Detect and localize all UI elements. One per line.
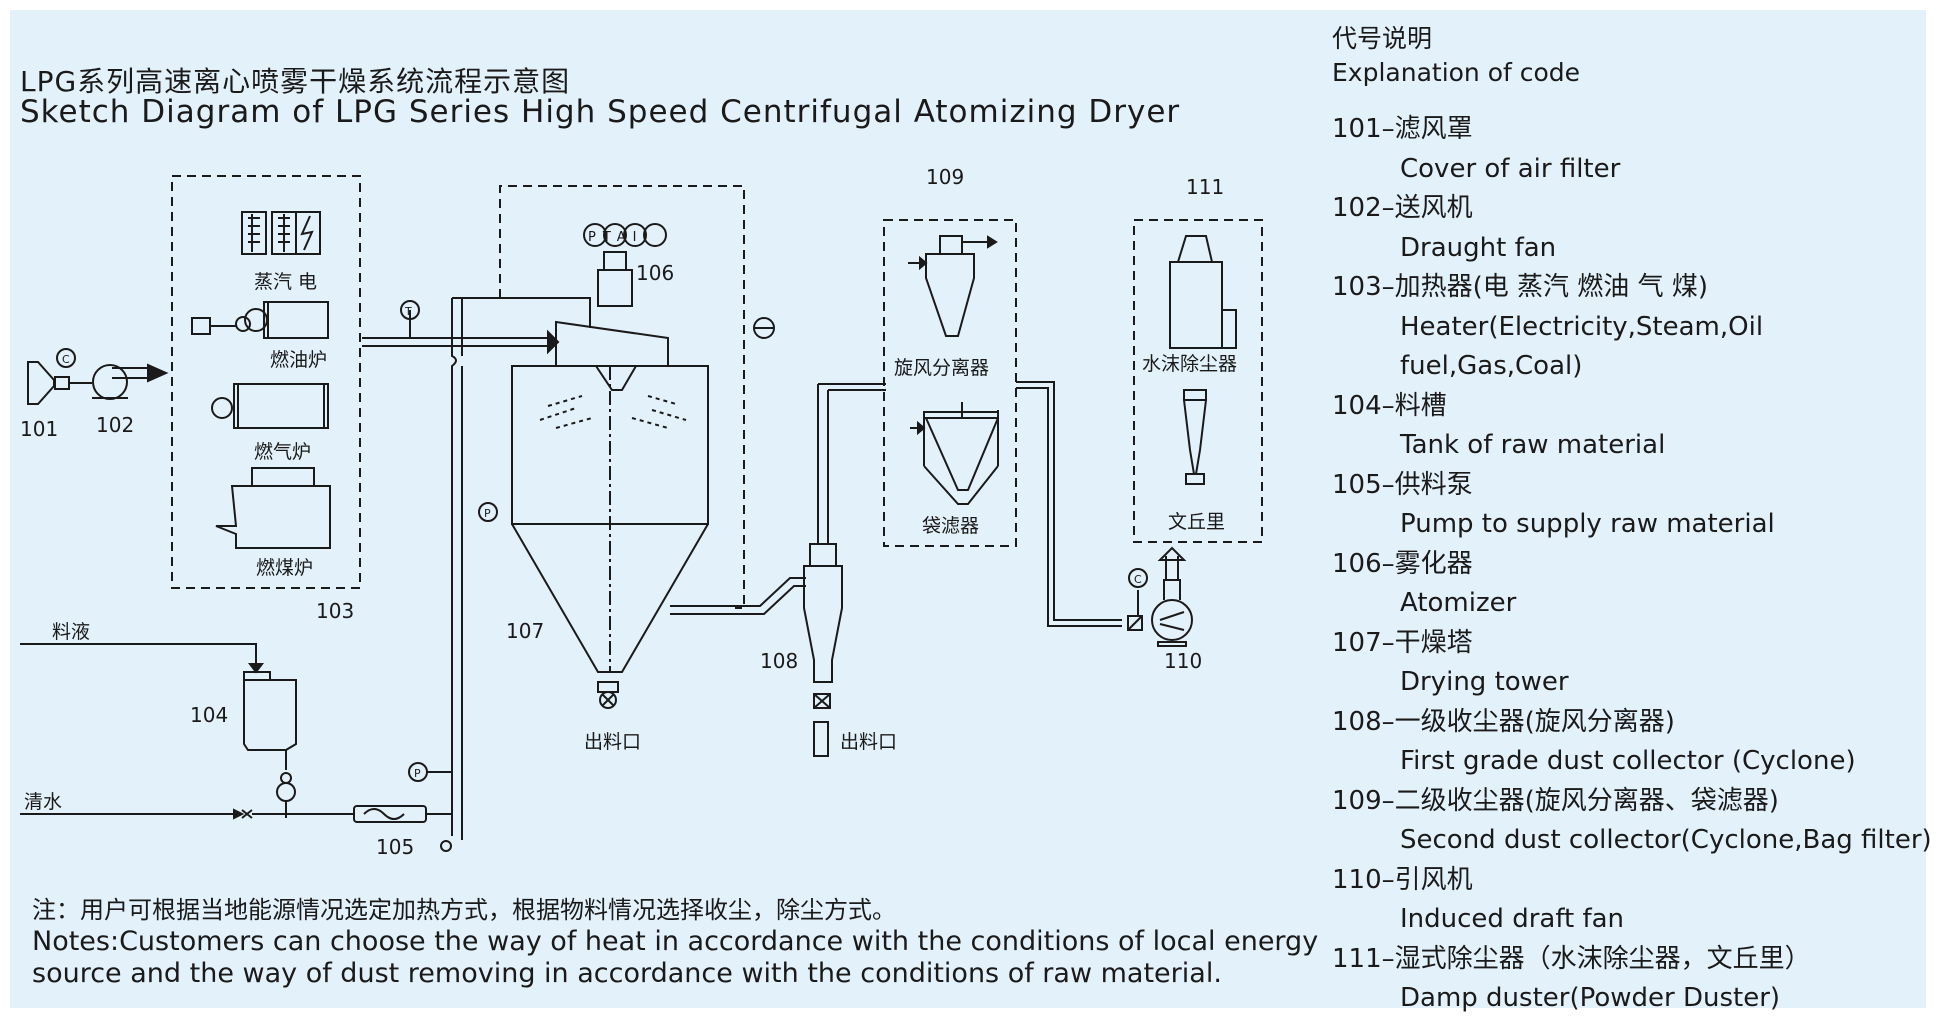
legend-item-english: Induced draft fan	[1400, 904, 1625, 934]
legend-item-english: Heater(Electricity,Steam,Oil fuel,Gas,Co…	[1400, 311, 1764, 382]
legend-item-english: Drying tower	[1400, 667, 1569, 697]
label-bag-filter: 袋滤器	[922, 515, 979, 537]
induced-draft-fan: C	[1127, 546, 1193, 647]
label-cyclone-outlet: 出料口	[840, 731, 897, 753]
legend-item: 103–加热器(电 蒸汽 燃油 气 煤) Heater(Electricity,S…	[1332, 268, 1936, 387]
label-atomizer-gauges: PTAI	[588, 230, 644, 245]
legend-item-code-chinese: 108–一级收尘器(旋风分离器)	[1332, 706, 1675, 737]
code-103: 103	[316, 599, 354, 623]
code-106: 106	[636, 261, 674, 285]
label-oil-furnace: 燃油炉	[270, 349, 327, 371]
legend-item-code-chinese: 109–二级收尘器(旋风分离器、袋滤器)	[1332, 785, 1779, 816]
draught-fan	[69, 363, 169, 400]
title-english: Sketch Diagram of LPG Series High Speed …	[20, 94, 1181, 130]
feed-lines: P	[20, 643, 453, 852]
label-venturi: 文丘里	[1168, 511, 1225, 533]
legend-item-code-chinese: 101–滤风罩	[1332, 114, 1473, 144]
legend-item-english: Second dust collector(Cyclone,Bag filter…	[1400, 825, 1932, 855]
code-102: 102	[96, 413, 134, 437]
code-110: 110	[1164, 649, 1202, 673]
legend-item: 111–湿式除尘器（水沫除尘器，文丘里） Damp duster(Powder D…	[1332, 940, 1936, 1019]
hot-air-duct: T	[362, 297, 591, 840]
gas-furnace	[211, 383, 329, 429]
code-111: 111	[1186, 175, 1224, 199]
first-cyclone	[803, 383, 886, 757]
svg-text:C: C	[62, 353, 70, 366]
tower-frame	[499, 185, 745, 609]
code-legend: 代号说明 Explanation of code 101–滤风罩 Cover of…	[1332, 22, 1936, 1019]
code-109: 109	[926, 165, 964, 189]
oil-furnace	[191, 301, 329, 339]
note-english-line-1: Notes:Customers can choose the way of he…	[32, 926, 1319, 957]
second-dust-collector-box	[883, 219, 1017, 547]
legend-item-english: Tank of raw material	[1400, 430, 1666, 460]
label-gas-furnace: 燃气炉	[254, 441, 311, 463]
label-heater-types: 蒸汽 电	[254, 271, 317, 293]
water-foam-duster	[1169, 235, 1237, 349]
coal-furnace	[215, 467, 331, 549]
legend-item-code-chinese: 110–引风机	[1332, 864, 1473, 895]
note-english-line-2: source and the way of dust removing in a…	[32, 958, 1222, 989]
heater-box	[171, 175, 361, 589]
legend-item: 105–供料泵 Pump to supply raw material	[1332, 466, 1936, 545]
code-105: 105	[376, 835, 414, 859]
legend-item-code-chinese: 106–雾化器	[1332, 548, 1473, 579]
legend-header-chinese: 代号说明	[1332, 24, 1433, 53]
label-water-foam-duster: 水沫除尘器	[1142, 353, 1237, 375]
label-coal-furnace: 燃煤炉	[256, 557, 313, 579]
legend-item-code-chinese: 103–加热器(电 蒸汽 燃油 气 煤)	[1332, 272, 1708, 302]
label-feed-liquid: 料液	[52, 621, 90, 643]
notes: 注：用户可根据当地能源情况选定加热方式，根据物料情况选择收尘，除尘方式。 Not…	[32, 894, 1318, 990]
duct-to-induced-fan	[1016, 381, 1122, 627]
legend-item-code-chinese: 105–供料泵	[1332, 469, 1473, 500]
code-101: 101	[20, 417, 58, 441]
electric-steam-heater	[241, 211, 321, 255]
title-chinese: LPG系列高速离心喷雾干燥系统流程示意图	[20, 65, 571, 98]
legend-item: 110–引风机 Induced draft fan	[1332, 861, 1936, 940]
legend-list: 101–滤风罩 Cover of air filter 102–送风机 Draught…	[1332, 110, 1936, 1019]
code-108: 108	[760, 649, 798, 673]
legend-item-english: Damp duster(Powder Duster)	[1400, 983, 1781, 1013]
code-104: 104	[190, 703, 228, 727]
drying-tower: P	[478, 365, 709, 709]
legend-item: 102–送风机 Draught fan	[1332, 189, 1936, 268]
duct-tower-to-cyclone	[670, 577, 806, 615]
legend-header-english: Explanation of code	[1332, 58, 1581, 87]
atomizer	[555, 223, 669, 391]
label-cyclone: 旋风分离器	[894, 357, 989, 379]
label-clean-water: 清水	[24, 791, 62, 813]
legend-item: 107–干燥塔 Drying tower	[1332, 624, 1936, 703]
legend-item-english: Atomizer	[1400, 588, 1517, 618]
legend-item-english: Pump to supply raw material	[1400, 509, 1775, 539]
venturi	[1182, 389, 1208, 485]
svg-text:P: P	[414, 767, 421, 780]
label-tower-outlet: 出料口	[584, 731, 641, 753]
legend-item-english: Cover of air filter	[1400, 153, 1621, 184]
legend-item: 106–雾化器 Atomizer	[1332, 545, 1936, 624]
bag-filter	[910, 402, 999, 505]
legend-item-code-chinese: 102–送风机	[1332, 193, 1473, 223]
second-cyclone	[908, 235, 998, 337]
damp-duster-box	[1133, 219, 1263, 543]
svg-text:P: P	[484, 507, 491, 520]
legend-item-english: First grade dust collector (Cyclone)	[1400, 746, 1856, 776]
note-chinese: 注：用户可根据当地能源情况选定加热方式，根据物料情况选择收尘，除尘方式。	[32, 896, 896, 924]
legend-item: 109–二级收尘器(旋风分离器、袋滤器) Second dust collecto…	[1332, 782, 1936, 861]
legend-item: 104–料槽 Tank of raw material	[1332, 387, 1936, 466]
code-107: 107	[506, 619, 544, 643]
air-filter-cover: C	[27, 348, 76, 405]
legend-item: 108–一级收尘器(旋风分离器) First grade dust collect…	[1332, 703, 1936, 782]
legend-item-code-chinese: 111–湿式除尘器（水沫除尘器，文丘里）	[1332, 943, 1811, 974]
legend-item: 101–滤风罩 Cover of air filter	[1332, 110, 1936, 189]
svg-text:C: C	[1134, 573, 1142, 586]
svg-text:T: T	[404, 305, 412, 318]
legend-item-code-chinese: 107–干燥塔	[1332, 627, 1473, 658]
legend-item-english: Draught fan	[1400, 232, 1557, 263]
legend-item-code-chinese: 104–料槽	[1332, 390, 1447, 421]
